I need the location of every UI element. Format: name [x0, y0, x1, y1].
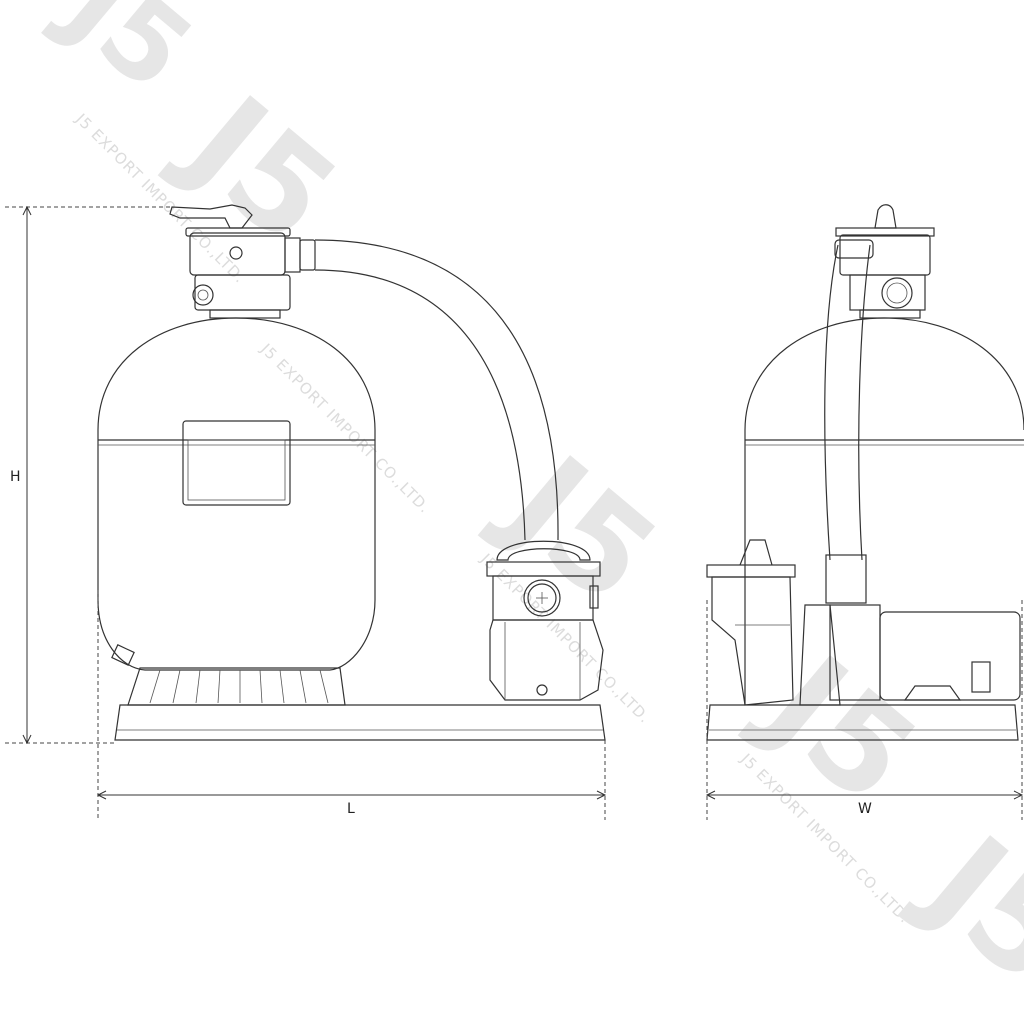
front-view [97, 204, 606, 741]
base-plate [114, 704, 606, 741]
valve-handle [169, 204, 253, 229]
watermark: J5 J5 EXPORT IMPORT CO.,LTD. J5 J5 EXPOR… [38, 0, 1024, 1013]
filter-tank [97, 317, 376, 671]
dimension-lines: H L W [5, 205, 1024, 820]
svg-text:J5: J5 [734, 622, 944, 833]
length-label: L [347, 801, 355, 817]
width-label: W [858, 801, 872, 817]
pressure-window [182, 420, 291, 506]
connecting-hose-side [824, 244, 839, 561]
connecting-hose [314, 239, 559, 541]
svg-text:J5: J5 [474, 422, 684, 633]
pump [486, 540, 604, 701]
side-view [706, 204, 1024, 741]
svg-text:J5: J5 [38, 0, 216, 115]
height-label: H [10, 469, 21, 485]
base-plate-side [706, 704, 1019, 741]
svg-text:J5 EXPORT IMPORT CO.,LTD.: J5 EXPORT IMPORT CO.,LTD. [256, 339, 434, 517]
filter-tank-side [744, 317, 1024, 705]
svg-text:J5: J5 [154, 62, 364, 273]
svg-text:J5: J5 [894, 802, 1024, 1013]
tank-pedestal [127, 667, 346, 706]
